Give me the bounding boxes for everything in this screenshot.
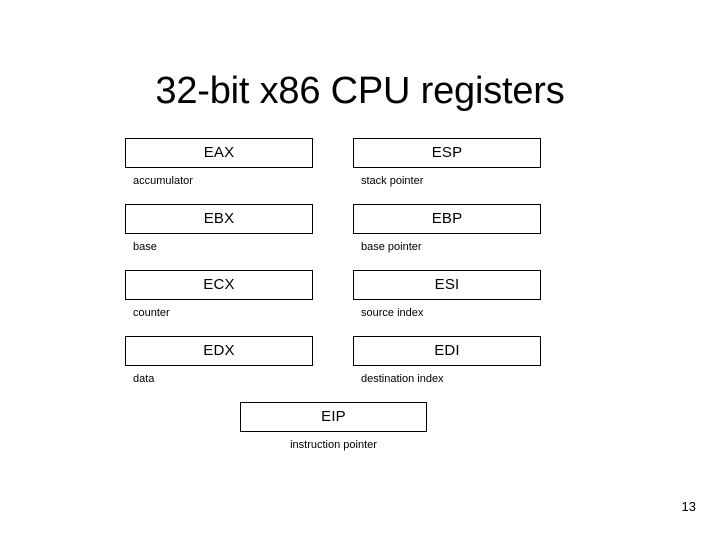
register-box-edx[interactable]: EDX — [125, 336, 313, 366]
register-name-label: ESP — [431, 144, 463, 161]
register-description-label: counter — [133, 307, 170, 319]
register-name-label: EAX — [203, 144, 235, 161]
register-description-label: instruction pointer — [290, 439, 377, 451]
register-name-label: EDX — [203, 342, 235, 359]
register-cell-esi: ESI source index — [353, 270, 541, 320]
register-box-edi[interactable]: EDI — [353, 336, 541, 366]
register-grid: EAX accumulator ESP stack pointer EBX ba… — [125, 138, 541, 402]
register-name-label: EIP — [321, 408, 346, 425]
register-box-eax[interactable]: EAX — [125, 138, 313, 168]
register-box-eip[interactable]: EIP — [240, 402, 427, 432]
register-box-ebp[interactable]: EBP — [353, 204, 541, 234]
register-description-label: base — [133, 241, 157, 253]
register-box-esi[interactable]: ESI — [353, 270, 541, 300]
register-cell-eip: EIP instruction pointer — [240, 402, 427, 452]
register-box-esp[interactable]: ESP — [353, 138, 541, 168]
register-cell-ebp: EBP base pointer — [353, 204, 541, 254]
register-description-label: base pointer — [361, 241, 422, 253]
register-row: EDX data EDI destination index — [125, 336, 541, 402]
register-name-label: EBX — [203, 210, 235, 227]
register-box-ebx[interactable]: EBX — [125, 204, 313, 234]
register-name-label: ESI — [434, 276, 460, 293]
register-box-ecx[interactable]: ECX — [125, 270, 313, 300]
register-name-label: EDI — [434, 342, 460, 359]
register-name-label: ECX — [203, 276, 235, 293]
page-number: 13 — [681, 499, 696, 514]
register-cell-esp: ESP stack pointer — [353, 138, 541, 188]
register-description-label: stack pointer — [361, 175, 424, 187]
register-name-label: EBP — [431, 210, 463, 227]
register-row: EBX base EBP base pointer — [125, 204, 541, 270]
register-description-label: data — [133, 373, 155, 385]
register-cell-edi: EDI destination index — [353, 336, 541, 386]
register-row: ECX counter ESI source index — [125, 270, 541, 336]
register-row: EAX accumulator ESP stack pointer — [125, 138, 541, 204]
register-description-label: source index — [361, 307, 424, 319]
register-description-label: destination index — [361, 373, 444, 385]
register-cell-edx: EDX data — [125, 336, 313, 386]
register-cell-ebx: EBX base — [125, 204, 313, 254]
register-cell-ecx: ECX counter — [125, 270, 313, 320]
page-title: 32-bit x86 CPU registers — [155, 70, 565, 113]
register-description-label: accumulator — [133, 175, 193, 187]
register-cell-eax: EAX accumulator — [125, 138, 313, 188]
